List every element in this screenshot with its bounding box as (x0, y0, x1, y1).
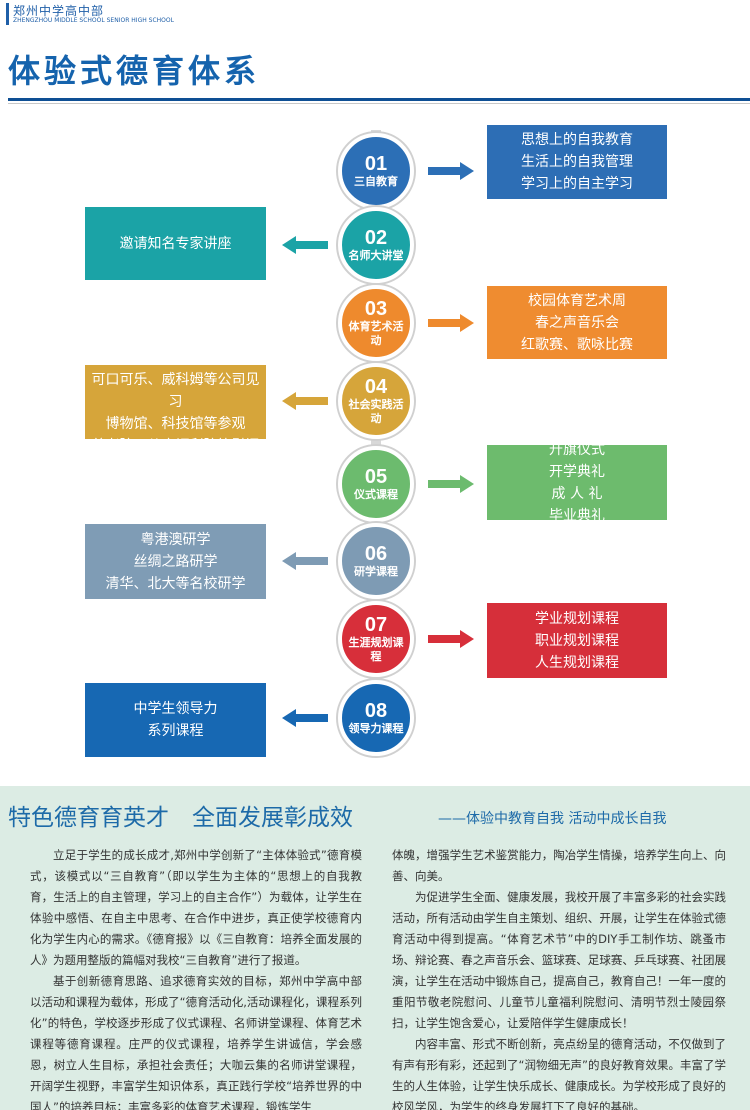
step-box-line: 职业规划课程 (535, 632, 619, 649)
step-box-line: 丝绸之路研学 (133, 553, 218, 570)
step-number: 02 (364, 227, 388, 249)
section-title: 特色德育育英才 全面发展彰成效 (8, 805, 353, 831)
step-box-07: 学业规划课程职业规划课程人生规划课程 (487, 603, 667, 678)
step-label: 社会实践活动 (348, 398, 404, 425)
arrow-left-icon (282, 709, 328, 727)
article-paragraph: 体魄，增强学生艺术鉴赏能力，陶冶学生情操，培养学生向上、向善、向美。 (392, 848, 726, 883)
step-box-line: 校外基地实践 (133, 350, 218, 366)
school-name-cn: 郑州中学高中部 (13, 4, 105, 18)
step-number: 04 (364, 376, 388, 398)
title-underline-thin (8, 103, 750, 104)
header-accent-bar (6, 3, 9, 25)
section-subtitle: ——体验中教育自我 活动中成长自我 (438, 811, 667, 827)
step-box-02: 邀请知名专家讲座 (85, 207, 266, 280)
step-box-line: 生活上的自我管理 (521, 154, 633, 170)
step-box-05: 升旗仪式开学典礼成 人 礼毕业典礼 (487, 442, 667, 524)
step-number: 06 (364, 543, 388, 565)
step-box-line: 养老院、儿童福利院等慰问 (91, 438, 260, 454)
step-box-line: 邀请知名专家讲座 (119, 235, 232, 252)
step-box-03: 校园体育艺术周春之声音乐会红歌赛、歌咏比赛 (487, 286, 667, 359)
step-box-06: 粤港澳研学丝绸之路研学清华、北大等名校研学 (85, 524, 266, 599)
step-number: 08 (364, 700, 388, 722)
article-column-right: 体魄，增强学生艺术鉴赏能力，陶冶学生情操，培养学生向上、向善、向美。为促进学生全… (392, 845, 726, 1110)
step-number: 05 (364, 466, 388, 488)
step-box-line: 毕业典礼 (549, 507, 605, 524)
step-label: 名师大讲堂 (348, 249, 404, 262)
page-title: 体验式德育体系 (8, 52, 261, 90)
arrow-left-icon (282, 552, 328, 570)
step-box-line: 学业规划课程 (535, 610, 619, 627)
step-box-line: 粤港澳研学 (140, 531, 211, 548)
arrow-right-icon (428, 475, 474, 493)
step-box-line: 可口可乐、威科姆等公司见习 (91, 372, 260, 410)
article-paragraph: 立足于学生的成长成才,郑州中学创新了“主体体验式”德育模式，该模式以“三自教育”… (30, 848, 362, 967)
bottom-section-background (0, 786, 750, 1110)
step-label: 体育艺术活动 (348, 320, 404, 347)
step-box-line: 开学典礼 (549, 463, 605, 480)
step-box-line: 人生规划课程 (535, 654, 619, 671)
step-box-line: 系列课程 (147, 723, 204, 739)
arrow-right-icon (428, 630, 474, 648)
step-box-04: 校外基地实践可口可乐、威科姆等公司见习博物馆、科技馆等参观养老院、儿童福利院等慰… (85, 350, 266, 454)
step-box-line: 春之声音乐会 (535, 314, 619, 331)
arrow-left-icon (282, 236, 328, 254)
article-paragraph: 为促进学生全面、健康发展，我校开展了丰富多彩的社会实践活动，所有活动由学生自主策… (392, 890, 726, 1030)
page-header: 郑州中学高中部 ZHENGZHOU MIDDLE SCHOOL SENIOR H… (0, 0, 750, 30)
school-name-en: ZHENGZHOU MIDDLE SCHOOL SENIOR HIGH SCHO… (13, 17, 174, 24)
step-box-line: 清华、北大等名校研学 (105, 575, 246, 592)
step-label: 领导力课程 (348, 722, 404, 735)
step-label: 生涯规划课程 (348, 636, 404, 663)
step-label: 研学课程 (354, 565, 398, 578)
step-box-line: 中学生领导力 (133, 701, 218, 717)
step-box-line: 思想上的自我教育 (521, 132, 633, 148)
step-box-08: 中学生领导力系列课程 (85, 683, 266, 757)
article-paragraph: 内容丰富、形式不断创新，亮点纷呈的德育活动，不仅做到了有声有形有彩，还起到了“润… (392, 1037, 726, 1110)
step-box-line: 成 人 礼 (551, 485, 603, 502)
step-box-line: 学习上的自主学习 (521, 176, 633, 192)
article-paragraph: 基于创新德育思路、追求德育实效的目标，郑州中学高中部以活动和课程为载体，形成了“… (30, 974, 362, 1110)
step-box-line: 升旗仪式 (549, 441, 605, 458)
step-number: 07 (364, 614, 388, 636)
step-box-line: 红歌赛、歌咏比赛 (521, 336, 633, 353)
step-label: 三自教育 (354, 175, 398, 188)
step-box-01: 思想上的自我教育生活上的自我管理学习上的自主学习 (487, 125, 667, 199)
arrow-left-icon (282, 392, 328, 410)
step-label: 仪式课程 (354, 488, 398, 501)
step-box-line: 博物馆、科技馆等参观 (105, 416, 246, 432)
title-underline (8, 98, 750, 101)
step-box-line: 校园体育艺术周 (528, 292, 626, 309)
step-number: 01 (364, 153, 388, 175)
article-column-left: 立足于学生的成长成才,郑州中学创新了“主体体验式”德育模式，该模式以“三自教育”… (30, 845, 362, 1110)
arrow-right-icon (428, 314, 474, 332)
arrow-right-icon (428, 162, 474, 180)
step-number: 03 (364, 298, 388, 320)
